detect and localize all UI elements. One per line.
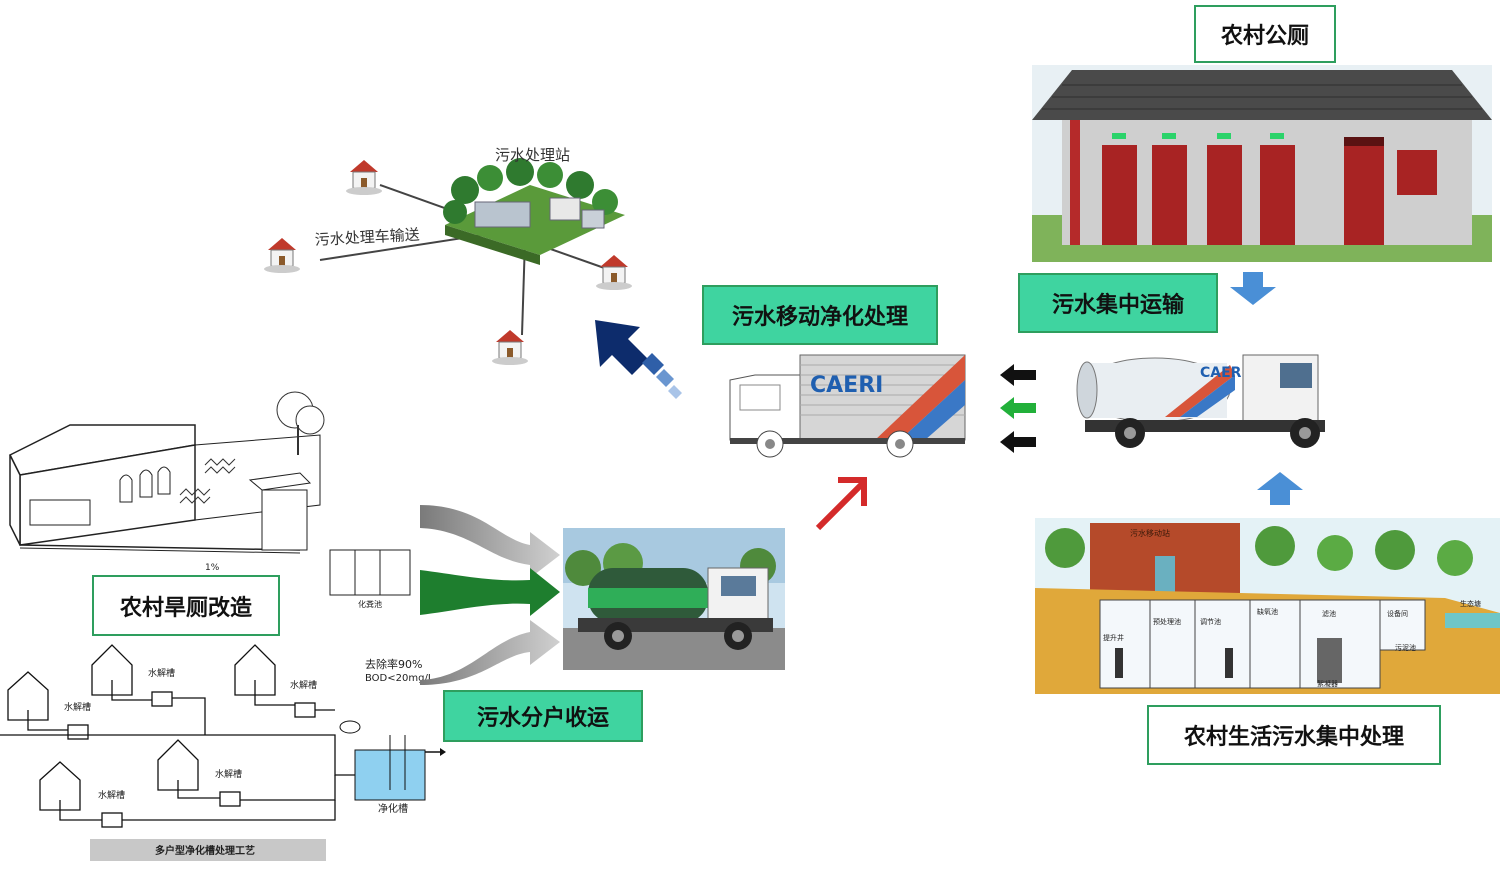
public-toilet-photo (1032, 65, 1492, 262)
house-icon (596, 255, 632, 290)
hydrolysis-tank-label: 水解槽 (148, 667, 175, 679)
blue-arrow-down-icon (1230, 272, 1276, 305)
slope-label: 1% (205, 563, 220, 573)
collection-truck-photo (563, 528, 785, 670)
sludge-label: 污泥池 (1395, 643, 1416, 652)
central-domestic-treatment-label: 农村生活污水集中处理 (1147, 705, 1441, 765)
navy-arrow-icon (595, 320, 682, 399)
farmhouse-sketch: 1% 化粪池 去除率90% BOD<20mg/L (8, 391, 434, 684)
anoxic-label: 缺氧池 (1257, 607, 1278, 616)
public-toilet-label: 农村公厕 (1194, 5, 1336, 63)
house-icon (264, 238, 300, 273)
bod-limit-label: BOD<20mg/L (365, 673, 434, 684)
hydrolysis-tank-label: 水解槽 (98, 789, 125, 801)
purification-tank-label: 净化槽 (378, 802, 408, 815)
regulating-label: 调节池 (1200, 617, 1221, 626)
eco-pond-label: 生态塘 (1460, 599, 1481, 608)
house-icon (492, 330, 528, 365)
lift-well-label: 提升井 (1103, 633, 1124, 642)
removal-rate-label: 去除率90% (365, 657, 422, 671)
building-sign-label: 污水移动站 (1130, 528, 1170, 538)
filter-label: 滤池 (1322, 609, 1336, 618)
tanker-logo: CAERI (1200, 365, 1247, 381)
house-icon (346, 160, 382, 195)
blue-arrow-up-icon (1257, 472, 1303, 505)
transfer-arrows (1000, 364, 1036, 453)
hydrolysis-tank-label: 水解槽 (290, 679, 317, 691)
station-label: 污水处理站 (495, 146, 570, 164)
hydrolysis-tank-label: 水解槽 (215, 768, 242, 780)
hydrolysis-tank-label: 水解槽 (64, 701, 91, 713)
process-caption: 多户型净化槽处理工艺 (155, 844, 255, 857)
vacuum-tanker-truck: CAERI (1076, 354, 1325, 448)
septic-label: 化粪池 (358, 599, 382, 609)
station-network-map: 污水处理站 污水处理车输送 (264, 146, 632, 365)
mobile-treatment-truck: CAERI (729, 354, 966, 458)
central-plant-section: 污水移动站 预处理池 调节池 缺氧池 滤池 设备间 提升井 污泥池 絮凝器 生态… (1035, 518, 1500, 694)
pretreat-label: 预处理池 (1153, 617, 1181, 626)
truck-route-label: 污水处理车输送 (314, 226, 420, 249)
mobile-treatment-label: 污水移动净化处理 (702, 285, 938, 345)
grid-label: 絮凝器 (1317, 679, 1338, 688)
treatment-station-illustration (443, 158, 625, 265)
equipment-label: 设备间 (1387, 609, 1408, 618)
truck-logo: CAERI (810, 373, 883, 398)
inflow-arrows (420, 505, 560, 685)
red-arrow-icon (815, 477, 867, 531)
dry-toilet-renovation-label: 农村旱厕改造 (92, 575, 280, 636)
process-diagram: 水解槽 水解槽 水解槽 水解槽 水解槽 净化槽 多户型净化槽处理工艺 (0, 644, 446, 861)
central-transport-label: 污水集中运输 (1018, 273, 1218, 333)
household-collection-label: 污水分户收运 (443, 690, 643, 742)
